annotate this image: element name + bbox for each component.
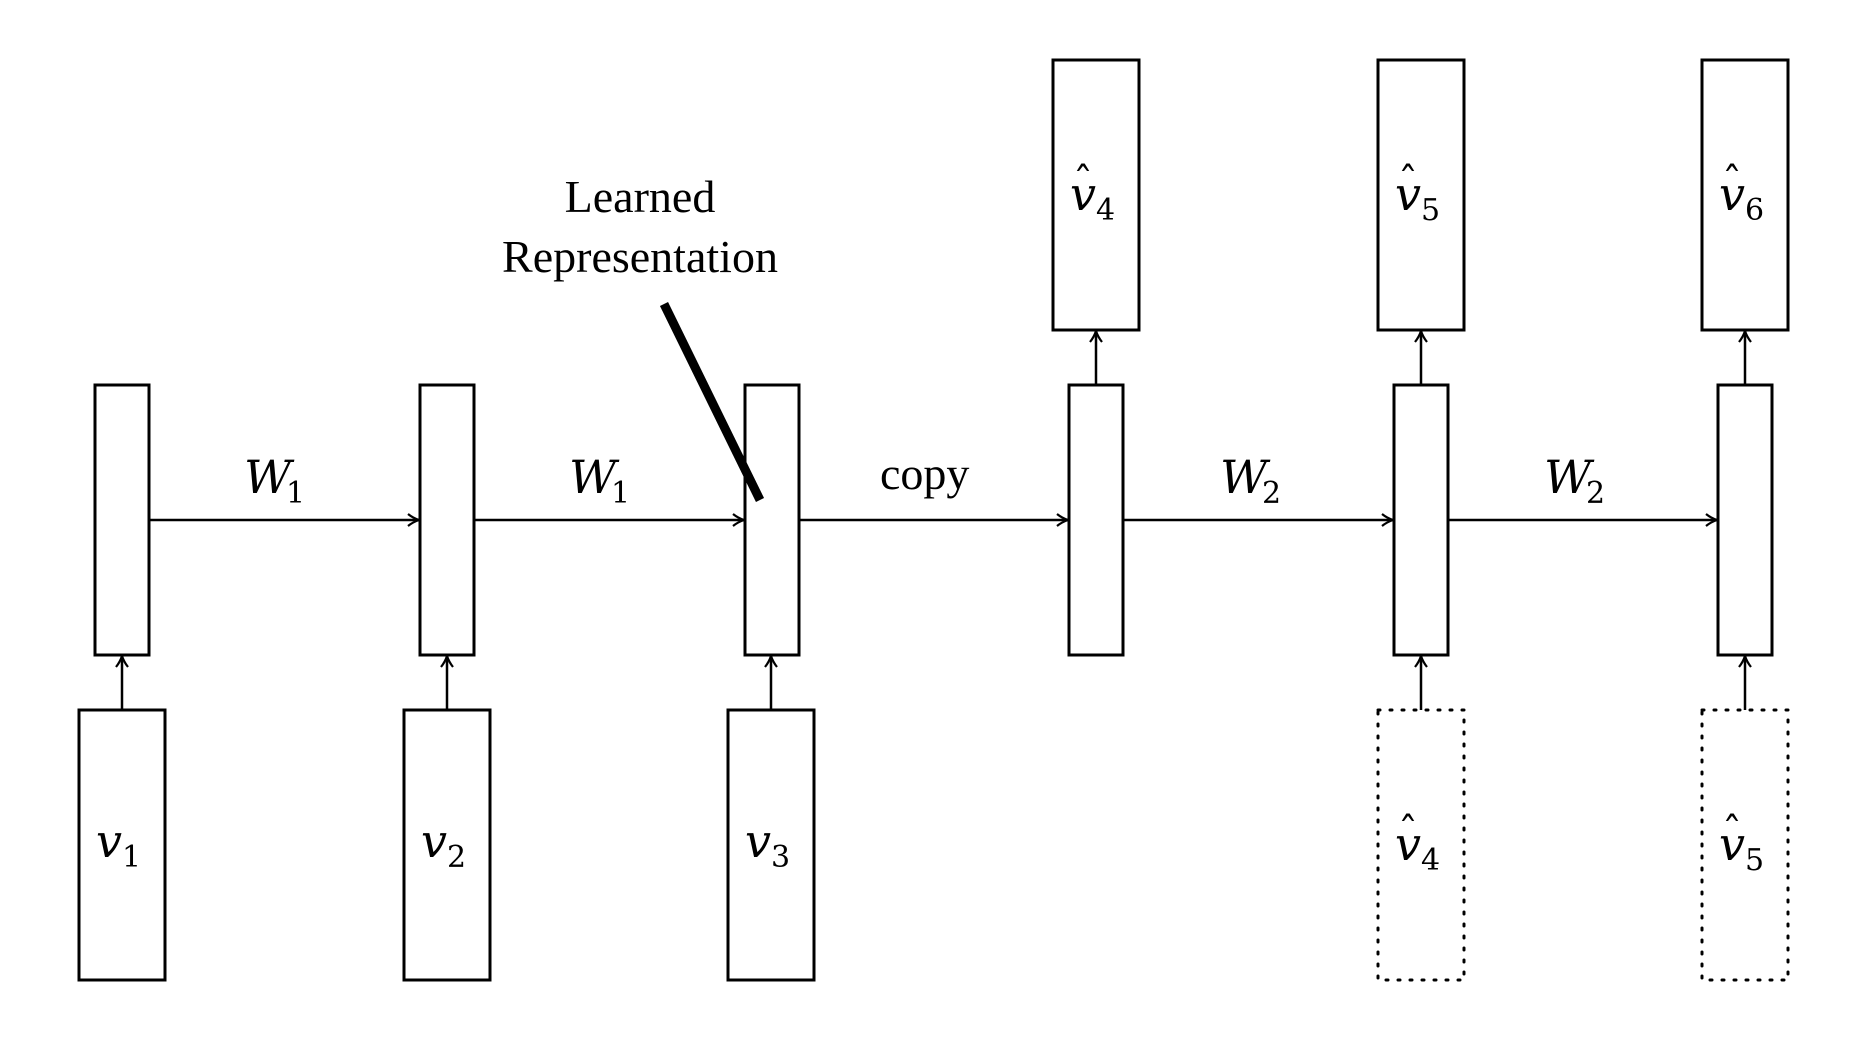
svg-text:3: 3 <box>771 840 790 875</box>
output-box-4 <box>1051 58 1141 332</box>
edge-label-5: W 2 <box>1544 450 1605 511</box>
svg-text:ˆ: ˆ <box>1073 160 1093 206</box>
svg-text:1: 1 <box>611 476 630 511</box>
hidden-state-6 <box>1716 383 1774 657</box>
svg-text:2: 2 <box>1586 476 1605 511</box>
svg-text:W: W <box>569 450 620 504</box>
hidden-state-1 <box>93 383 151 657</box>
svg-text:v: v <box>1395 167 1421 221</box>
svg-text:4: 4 <box>1096 193 1115 228</box>
hidden-state-2 <box>418 383 476 657</box>
output-box-6 <box>1700 58 1790 332</box>
edge-label-1: W 1 <box>244 450 305 511</box>
svg-text:v: v <box>1719 167 1745 221</box>
input-box-3 <box>726 708 816 982</box>
hidden-state-5 <box>1392 383 1450 657</box>
input-box-2 <box>402 708 492 982</box>
svg-text:W: W <box>1220 450 1271 504</box>
svg-text:v: v <box>1395 817 1421 871</box>
svg-text:ˆ: ˆ <box>1722 160 1742 206</box>
svg-text:2: 2 <box>447 840 466 875</box>
output-box-5 <box>1376 58 1466 332</box>
svg-text:1: 1 <box>122 840 141 875</box>
svg-text:5: 5 <box>1745 843 1764 878</box>
edge-label-copy: copy <box>880 448 969 499</box>
output-label-4-hat: ˆ v 4 <box>1070 160 1115 228</box>
input-label-4-hat: ˆ v 4 <box>1395 810 1440 878</box>
svg-text:v: v <box>96 814 122 868</box>
output-label-6-hat: ˆ v 6 <box>1719 160 1764 228</box>
input-label-2: v 2 <box>421 814 466 875</box>
hidden-state-3 <box>743 383 801 657</box>
svg-text:ˆ: ˆ <box>1722 810 1742 856</box>
svg-text:ˆ: ˆ <box>1398 810 1418 856</box>
input-box-1 <box>77 708 167 982</box>
svg-text:W: W <box>244 450 295 504</box>
input-label-5-hat: ˆ v 5 <box>1719 810 1764 878</box>
svg-text:6: 6 <box>1745 193 1764 228</box>
output-label-5-hat: ˆ v 5 <box>1395 160 1440 228</box>
svg-text:v: v <box>1070 167 1096 221</box>
svg-text:ˆ: ˆ <box>1398 160 1418 206</box>
svg-text:4: 4 <box>1421 843 1440 878</box>
annotation-line-2: Representation <box>502 231 778 282</box>
input-box-5-dotted <box>1700 708 1790 982</box>
svg-text:W: W <box>1544 450 1595 504</box>
svg-text:v: v <box>421 814 447 868</box>
svg-text:v: v <box>1719 817 1745 871</box>
annotation-line-1: Learned <box>565 171 716 222</box>
input-label-3: v 3 <box>745 814 790 875</box>
svg-text:1: 1 <box>286 476 305 511</box>
annotation-pointer <box>659 302 765 502</box>
input-box-4-dotted <box>1376 708 1466 982</box>
svg-text:v: v <box>745 814 771 868</box>
svg-text:5: 5 <box>1421 193 1440 228</box>
edge-label-2: W 1 <box>569 450 630 511</box>
svg-text:2: 2 <box>1262 476 1281 511</box>
input-label-1: v 1 <box>96 814 141 875</box>
hidden-state-4 <box>1067 383 1125 657</box>
edge-label-4: W 2 <box>1220 450 1281 511</box>
